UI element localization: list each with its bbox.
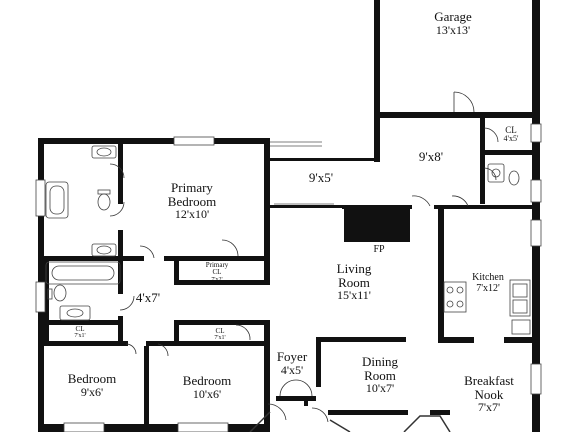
sliding-door: [270, 141, 334, 205]
fireplace-label: FP: [373, 244, 385, 255]
bedroom-1-label: Bedroom 9'x6': [67, 371, 117, 399]
sink: [91, 145, 117, 159]
sink: [59, 305, 91, 321]
garage-label: Garage 13'x13': [434, 9, 472, 37]
garage-closet-label: CL 4'x5': [503, 125, 519, 144]
kitchen-label: Kitchen 7'x12': [472, 272, 504, 294]
breakfast-nook-label: Breakfast Nook 7'x7': [464, 373, 514, 415]
hall-9x5-label: 9'x5': [308, 170, 334, 185]
dining-room-label: Dining Room 10'x7': [361, 354, 399, 396]
toilet: [508, 170, 520, 186]
range: [443, 281, 467, 313]
bathtub: [45, 261, 121, 285]
kitchen-sink: [509, 279, 531, 317]
closet-mid-label: CL 7'x1': [214, 327, 226, 342]
bathtub: [45, 181, 69, 219]
bay-windows: [249, 411, 451, 432]
dishwasher: [511, 319, 531, 335]
fixtures: [45, 145, 531, 335]
primary-bedroom-label: Primary Bedroom 12'x10': [167, 180, 217, 222]
toilet: [53, 284, 67, 302]
sink: [91, 243, 117, 257]
closet-left-label: CL 7'x1': [74, 325, 86, 340]
foyer-label: Foyer 4'x5': [276, 349, 308, 377]
hall-4x7-label: 4'x7': [135, 290, 161, 305]
utility-label: 9'x8': [418, 149, 444, 164]
windows: [35, 123, 542, 432]
door-swings: [109, 91, 499, 423]
sink: [487, 163, 505, 183]
primary-closet-label: Primary CL 7'x2': [205, 261, 229, 283]
toilet: [97, 193, 111, 211]
bedroom-2-label: Bedroom 10'x6': [182, 373, 232, 401]
living-room-label: Living Room 15'x11': [336, 261, 372, 303]
